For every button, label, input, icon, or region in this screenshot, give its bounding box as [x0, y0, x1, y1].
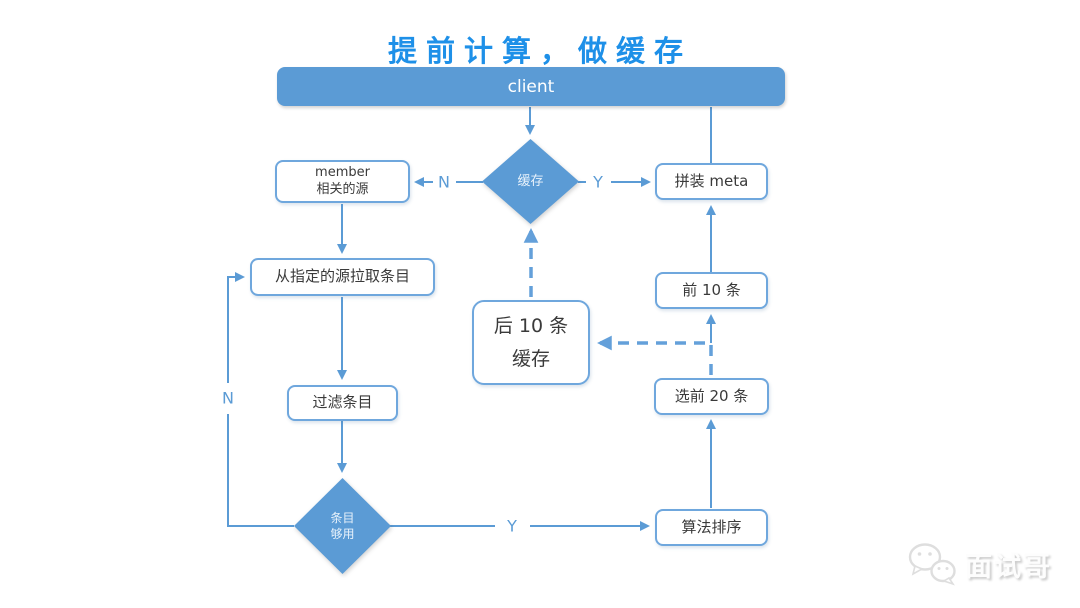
member-source-line1: member — [315, 164, 370, 180]
enough-decision-diamond: 条目 够用 — [294, 478, 391, 574]
client-node: client — [277, 67, 785, 106]
pull-items-label: 从指定的源拉取条目 — [274, 267, 410, 286]
select-top-20-label: 选前 20 条 — [674, 386, 749, 405]
assemble-meta-node: 拼装 meta — [655, 163, 768, 200]
label-enough-yes: Y — [504, 516, 520, 536]
label-cache-yes: Y — [590, 172, 606, 192]
algorithm-sort-label: 算法排序 — [681, 517, 742, 536]
enough-decision-line2: 够用 — [330, 527, 355, 541]
filter-items-label: 过滤条目 — [312, 393, 373, 412]
watermark: 面试哥 — [905, 534, 1080, 594]
label-cache-no: N — [435, 172, 453, 192]
watermark-text: 面试哥 — [965, 551, 1052, 583]
last-10-cache-line2: 缓存 — [511, 347, 550, 370]
first-10-label: 前 10 条 — [682, 280, 741, 299]
member-source-node: member 相关的源 — [275, 160, 410, 203]
enough-decision-line1: 条目 — [330, 510, 355, 525]
pull-items-node: 从指定的源拉取条目 — [250, 258, 435, 296]
algorithm-sort-node: 算法排序 — [655, 509, 768, 546]
last-10-cache-node: 后 10 条 缓存 — [472, 300, 590, 385]
page-title: 提前计算，做缓存 — [387, 34, 692, 68]
cache-decision-wrap: 缓存 — [482, 139, 579, 224]
first-10-node: 前 10 条 — [655, 272, 768, 309]
assemble-meta-label: 拼装 meta — [674, 171, 749, 190]
member-source-line2: 相关的源 — [316, 181, 369, 197]
select-top-20-node: 选前 20 条 — [654, 378, 769, 415]
enough-decision-wrap: 条目 够用 — [294, 478, 391, 574]
wechat-icon — [908, 543, 956, 586]
filter-items-node: 过滤条目 — [287, 385, 398, 421]
last-10-cache-line1: 后 10 条 — [493, 315, 569, 338]
label-loop-no: N — [219, 388, 237, 408]
client-node-label: client — [507, 76, 555, 97]
cache-decision-diamond: 缓存 — [482, 139, 579, 224]
cache-decision-label: 缓存 — [517, 173, 544, 189]
